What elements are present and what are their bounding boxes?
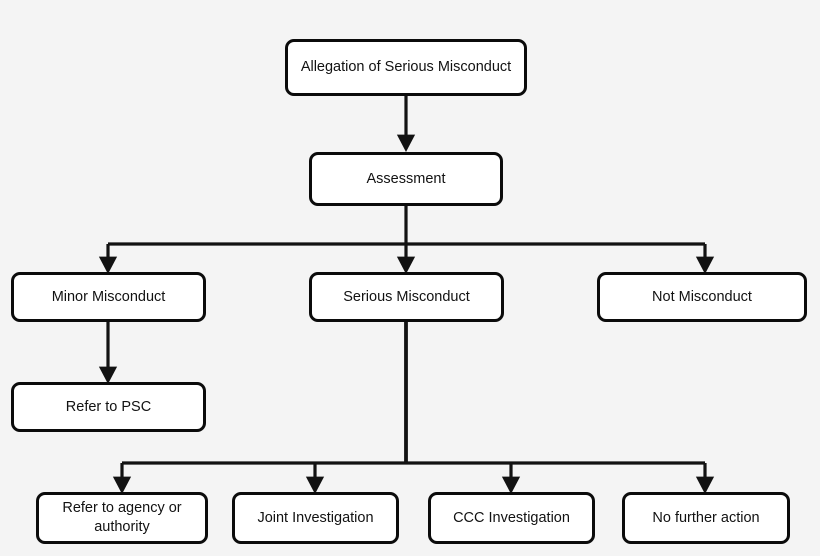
edge-serious-branch-bus — [112, 322, 715, 494]
node-allegation-label: Allegation of Serious Misconduct — [300, 59, 512, 76]
node-refer-to-agency-label: Refer to agency or authority — [62, 500, 182, 535]
node-ccc-investigation-label: CCC Investigation — [453, 509, 570, 526]
node-serious-misconduct-label: Serious Misconduct — [343, 288, 470, 305]
node-assessment-label: Assessment — [366, 170, 446, 187]
node-ccc-investigation[interactable]: CCC Investigation — [428, 492, 595, 544]
node-not-misconduct-label: Not Misconduct — [652, 288, 752, 305]
node-assessment[interactable]: Assessment — [309, 152, 503, 206]
node-not-misconduct[interactable]: Not Misconduct — [597, 272, 807, 322]
node-minor-misconduct-label: Minor Misconduct — [51, 288, 166, 305]
node-minor-misconduct[interactable]: Minor Misconduct — [11, 272, 206, 322]
node-allegation[interactable]: Allegation of Serious Misconduct — [285, 39, 527, 96]
node-joint-investigation[interactable]: Joint Investigation — [232, 492, 399, 544]
node-refer-to-agency[interactable]: Refer to agency or authority — [36, 492, 208, 544]
edge-assessment-branch-bus — [98, 206, 715, 274]
node-refer-to-psc[interactable]: Refer to PSC — [11, 382, 206, 432]
node-refer-to-psc-label: Refer to PSC — [65, 398, 152, 415]
node-no-further-action-label: No further action — [652, 509, 760, 526]
node-no-further-action[interactable]: No further action — [622, 492, 790, 544]
node-serious-misconduct[interactable]: Serious Misconduct — [309, 272, 504, 322]
node-joint-investigation-label: Joint Investigation — [257, 509, 374, 526]
